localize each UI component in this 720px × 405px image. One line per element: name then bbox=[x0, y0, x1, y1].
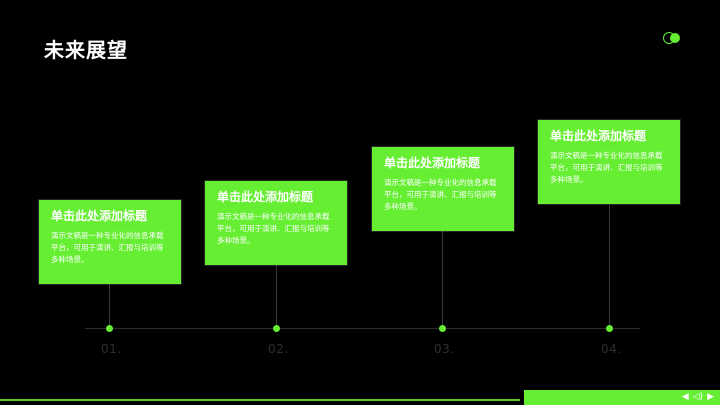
timeline-stem bbox=[442, 231, 443, 328]
timeline-stem bbox=[109, 284, 110, 328]
toggle-icon bbox=[663, 32, 681, 44]
timeline-card[interactable]: 单击此处添加标题 演示文稿是一种专业化的信息承载平台，可用于演讲、汇报与培训等多… bbox=[538, 120, 680, 204]
slide-title: 未来展望 bbox=[44, 38, 128, 62]
timeline-card[interactable]: 单击此处添加标题 演示文稿是一种专业化的信息承载平台，可用于演讲、汇报与培训等多… bbox=[39, 200, 181, 284]
timeline-axis bbox=[85, 328, 640, 329]
timeline-node bbox=[106, 325, 113, 332]
card-heading: 单击此处添加标题 bbox=[384, 156, 481, 170]
speaker-icon[interactable]: ◁) bbox=[692, 392, 704, 402]
card-body: 演示文稿是一种专业化的信息承载平台，可用于演讲、汇报与培训等多种场景。 bbox=[51, 231, 164, 264]
step-number: 01. bbox=[101, 342, 122, 356]
card-heading: 单击此处添加标题 bbox=[51, 209, 148, 223]
timeline-node bbox=[439, 325, 446, 332]
card-body: 演示文稿是一种专业化的信息承载平台，可用于演讲、汇报与培训等多种场景。 bbox=[217, 212, 330, 245]
triangle-right-icon[interactable]: ▶ bbox=[707, 392, 714, 402]
triangle-left-icon[interactable]: ◀ bbox=[681, 392, 689, 402]
card-body: 演示文稿是一种专业化的信息承载平台，可用于演讲、汇报与培训等多种场景。 bbox=[550, 151, 663, 184]
step-number: 04. bbox=[601, 342, 622, 356]
card-body: 演示文稿是一种专业化的信息承载平台，可用于演讲、汇报与培训等多种场景。 bbox=[384, 178, 497, 211]
card-heading: 单击此处添加标题 bbox=[550, 129, 647, 143]
timeline-card[interactable]: 单击此处添加标题 演示文稿是一种专业化的信息承载平台，可用于演讲、汇报与培训等多… bbox=[205, 181, 347, 265]
player-bar bbox=[524, 390, 720, 405]
timeline-node bbox=[606, 325, 613, 332]
step-number: 02. bbox=[268, 342, 289, 356]
timeline-card[interactable]: 单击此处添加标题 演示文稿是一种专业化的信息承载平台，可用于演讲、汇报与培训等多… bbox=[372, 147, 514, 231]
player-controls: ◀ ◁) ▶ bbox=[682, 391, 714, 403]
timeline-node bbox=[273, 325, 280, 332]
step-number: 03. bbox=[434, 342, 455, 356]
timeline-stem bbox=[609, 205, 610, 328]
bottom-accent-line bbox=[0, 399, 520, 401]
card-heading: 单击此处添加标题 bbox=[217, 190, 314, 204]
timeline-stem bbox=[276, 265, 277, 328]
